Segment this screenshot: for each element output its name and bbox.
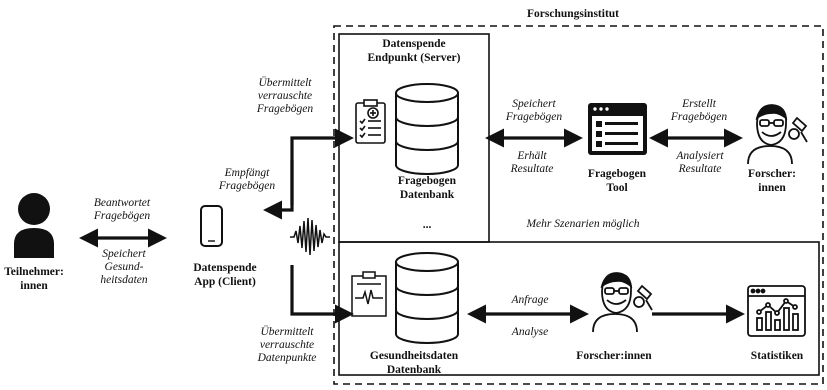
participant-label-1: Teilnehmer:	[4, 266, 64, 278]
questionnaire-db-label-1: Fragebogen	[397, 175, 457, 187]
edge-transmits-d-2: verrauschte	[259, 339, 315, 351]
researcher-top-label-2: innen	[758, 182, 786, 194]
edge-stores-health-2: Gesund-	[104, 261, 144, 273]
arrow-server-to-app	[263, 160, 294, 220]
statistics-icon	[747, 285, 806, 337]
participant-label-2: innen	[20, 280, 48, 292]
tool-label-1: Fragebogen	[587, 168, 647, 180]
edge-analyzes-1: Analysiert	[676, 150, 724, 162]
health-record-icon	[351, 271, 387, 317]
endpoint-label-2: Endpunkt (Server)	[367, 52, 461, 64]
health-db-label-2: Datenbank	[386, 364, 442, 376]
edge-stores-health-1: Speichert	[102, 248, 146, 260]
edge-gets-results-1: Erhält	[517, 150, 547, 162]
researcher-top-label-1: Forscher:	[748, 168, 796, 180]
arrow-app-to-server	[290, 128, 354, 205]
questionnaire-db-icon	[395, 83, 459, 175]
edge-receives-2: Fragebögen	[218, 180, 276, 192]
edge-gets-results-2: Resultate	[510, 163, 554, 175]
edge-stores-q-1: Speichert	[512, 98, 556, 110]
statistics-label: Statistiken	[750, 350, 804, 362]
questionnaire-tool-icon	[588, 103, 647, 155]
institute-title: Forschungsinstitut	[526, 8, 620, 20]
clipboard-icon	[355, 99, 386, 144]
tool-label-2: Tool	[606, 182, 628, 194]
edge-creates-1: Erstellt	[682, 98, 716, 110]
health-db-label-1: Gesundheitsdaten	[369, 350, 459, 362]
institute-frame	[333, 25, 824, 385]
questionnaire-db-label-2: Datenbank	[399, 189, 455, 201]
edge-request: Anfrage	[511, 294, 549, 306]
more-scenarios-note: Mehr Szenarien möglich	[526, 218, 640, 230]
participant-icon	[14, 193, 54, 258]
edge-answers-2: Fragebögen	[93, 210, 151, 222]
edge-analyzes-2: Resultate	[678, 163, 722, 175]
edge-receives-1: Empfängt	[224, 167, 270, 179]
edge-answers-1: Beantwortet	[93, 197, 151, 209]
edge-transmits-q-2: verrauschte	[257, 90, 313, 102]
edge-stores-health-3: heitsdaten	[100, 274, 148, 286]
ellipsis: ...	[422, 219, 432, 231]
arrow-app-to-health	[290, 265, 354, 324]
edge-analysis: Analyse	[511, 326, 549, 338]
edge-transmits-q-3: Fragebögen	[256, 103, 314, 115]
health-db-icon	[395, 252, 459, 344]
endpoint-label-1: Datenspende	[382, 38, 446, 50]
noise-icon	[290, 217, 330, 256]
phone-icon	[200, 205, 223, 247]
researcher-top-icon	[747, 104, 808, 165]
app-label-1: Datenspende	[193, 262, 257, 274]
edge-stores-q-2: Fragebögen	[505, 111, 563, 123]
edge-creates-2: Fragebögen	[670, 111, 728, 123]
researcher-bottom-icon	[592, 272, 653, 333]
app-label-2: App (Client)	[194, 276, 256, 288]
researcher-bottom-label: Forscher:innen	[576, 350, 652, 362]
edge-transmits-d-1: Übermittelt	[260, 326, 314, 338]
edge-transmits-q-1: Übermittelt	[258, 77, 312, 89]
edge-transmits-d-3: Datenpunkte	[257, 352, 317, 364]
